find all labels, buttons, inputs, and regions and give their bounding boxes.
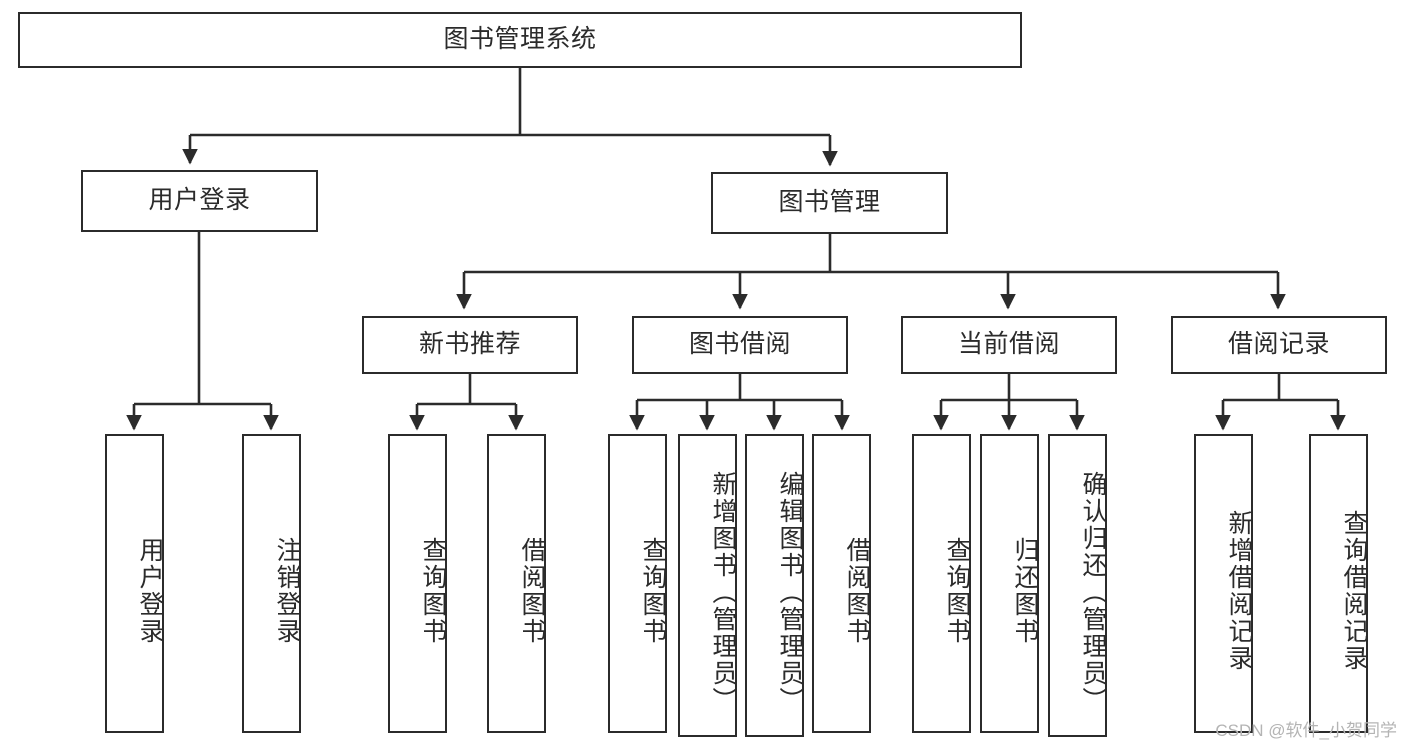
node-root[interactable]: 图书管理系统 xyxy=(18,12,1022,68)
node-leaf-add-record-label: 新增借阅记录 xyxy=(1225,509,1253,672)
node-leaf-borrow-book-2-label: 借阅图书 xyxy=(843,536,871,645)
node-leaf-user-login[interactable]: 用户登录 xyxy=(105,434,164,733)
node-book-manage[interactable]: 图书管理 xyxy=(711,172,948,234)
node-borrow-record-label: 借阅记录 xyxy=(1227,330,1330,359)
node-new-book-recommend[interactable]: 新书推荐 xyxy=(362,316,578,374)
watermark-text: CSDN @软件_小贺同学 xyxy=(1215,721,1397,740)
node-book-borrow[interactable]: 图书借阅 xyxy=(632,316,848,374)
node-leaf-return-book-label: 归还图书 xyxy=(1011,536,1039,645)
node-current-borrow-label: 当前借阅 xyxy=(957,330,1060,359)
node-leaf-confirm-return[interactable]: 确认归还（管理员） xyxy=(1048,434,1107,737)
node-leaf-logout-login-label: 注销登录 xyxy=(273,536,301,645)
node-leaf-return-book[interactable]: 归还图书 xyxy=(980,434,1039,733)
node-leaf-borrow-book-1[interactable]: 借阅图书 xyxy=(487,434,546,733)
node-leaf-borrow-book-1-label: 借阅图书 xyxy=(518,536,546,645)
node-leaf-query-book-3-label: 查询图书 xyxy=(943,536,971,645)
node-leaf-add-record[interactable]: 新增借阅记录 xyxy=(1194,434,1253,733)
node-leaf-add-book-label: 新增图书（管理员） xyxy=(709,471,737,714)
node-leaf-edit-book-label: 编辑图书（管理员） xyxy=(776,471,804,714)
node-leaf-query-book-1-label: 查询图书 xyxy=(419,536,447,645)
node-root-label: 图书管理系统 xyxy=(443,25,597,54)
node-leaf-query-book-3[interactable]: 查询图书 xyxy=(912,434,971,733)
node-leaf-confirm-return-label: 确认归还（管理员） xyxy=(1079,471,1107,714)
node-leaf-borrow-book-2[interactable]: 借阅图书 xyxy=(812,434,871,733)
node-leaf-user-login-label: 用户登录 xyxy=(136,536,164,645)
node-leaf-query-book-2-label: 查询图书 xyxy=(639,536,667,645)
node-user-login[interactable]: 用户登录 xyxy=(81,170,318,232)
node-leaf-query-book-1[interactable]: 查询图书 xyxy=(388,434,447,733)
node-leaf-edit-book[interactable]: 编辑图书（管理员） xyxy=(745,434,804,737)
node-leaf-add-book[interactable]: 新增图书（管理员） xyxy=(678,434,737,737)
node-book-manage-label: 图书管理 xyxy=(778,188,881,217)
node-leaf-logout-login[interactable]: 注销登录 xyxy=(242,434,301,733)
node-leaf-query-record-label: 查询借阅记录 xyxy=(1340,509,1368,672)
node-book-borrow-label: 图书借阅 xyxy=(688,330,791,359)
node-new-book-recommend-label: 新书推荐 xyxy=(418,330,521,359)
node-borrow-record[interactable]: 借阅记录 xyxy=(1171,316,1387,374)
node-current-borrow[interactable]: 当前借阅 xyxy=(901,316,1117,374)
node-leaf-query-record[interactable]: 查询借阅记录 xyxy=(1309,434,1368,733)
node-user-login-label: 用户登录 xyxy=(148,186,251,215)
node-leaf-query-book-2[interactable]: 查询图书 xyxy=(608,434,667,733)
